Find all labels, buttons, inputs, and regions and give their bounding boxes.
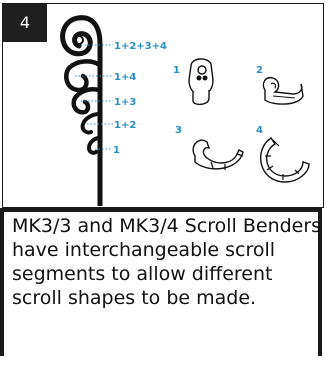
caption-frame [0, 208, 322, 356]
scroll-label-1: 1 [113, 145, 120, 156]
segment-1-drawing [188, 58, 214, 106]
scroll-segments-diagram: 1+2+3+4 1+4 1+3 1+2 1 1 2 3 4 [60, 15, 310, 206]
segment-2-drawing [262, 76, 304, 105]
segment-label-2: 2 [256, 65, 263, 76]
scroll-label-1-2: 1+2 [114, 120, 136, 131]
scroll-label-1-2-3-4: 1+2+3+4 [114, 41, 167, 52]
segment-4-drawing [260, 137, 310, 183]
leader-lines [75, 44, 113, 150]
segment-label-3: 3 [175, 125, 182, 136]
step-number-badge: 4 [3, 4, 47, 42]
scroll-bender-illustration: 4 1+2+3+4 1+4 1+3 1+2 1 1 2 3 4 [2, 3, 324, 208]
segment-label-1: 1 [173, 65, 180, 76]
scroll-bar-drawing [60, 15, 103, 206]
caption-text: MK3/3 and MK3/4 Scroll Benders have inte… [12, 215, 322, 309]
segment-3-drawing [192, 139, 244, 170]
segment-label-4: 4 [256, 125, 263, 136]
scroll-label-1-3: 1+3 [114, 97, 136, 108]
scroll-label-1-4: 1+4 [114, 72, 136, 83]
